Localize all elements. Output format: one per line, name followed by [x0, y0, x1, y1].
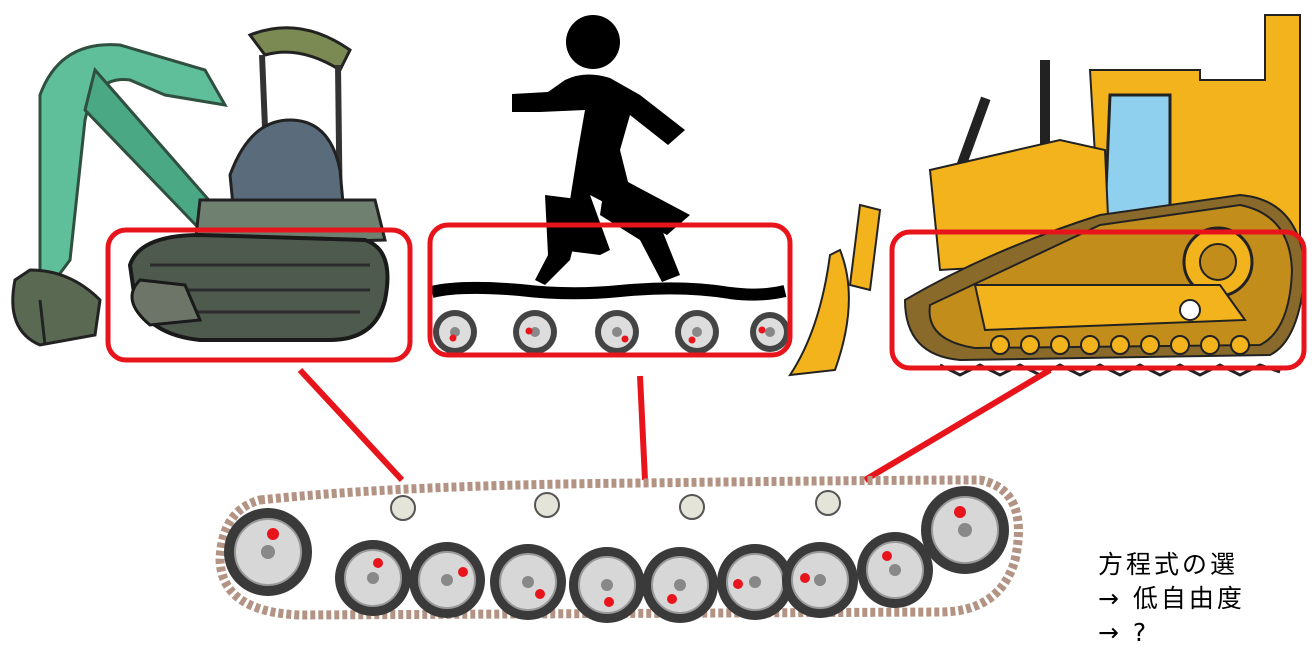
- connector-line-excavator: [300, 370, 402, 480]
- bulldozer-illustration: [790, 15, 1305, 375]
- road-wheels: [224, 486, 1009, 623]
- connector-lines: [300, 370, 1050, 480]
- walking-ground-line: [432, 288, 785, 295]
- connector-line-bulldozer: [865, 370, 1050, 480]
- equation-caption: 方程式の選 → 低自由度 → ?: [1098, 548, 1245, 650]
- crawler-track-illustration: [220, 480, 1018, 623]
- caption-line-1: 方程式の選: [1098, 548, 1245, 582]
- walking-person-icon: [512, 15, 690, 285]
- conveyor-wheel-row: [433, 310, 790, 354]
- return-rollers: [391, 491, 840, 520]
- diagram-canvas: [0, 0, 1312, 630]
- connector-line-walker: [640, 376, 645, 480]
- caption-line-2: → 低自由度: [1098, 582, 1245, 616]
- excavator-illustration: [13, 28, 388, 345]
- caption-line-3: → ?: [1098, 616, 1245, 650]
